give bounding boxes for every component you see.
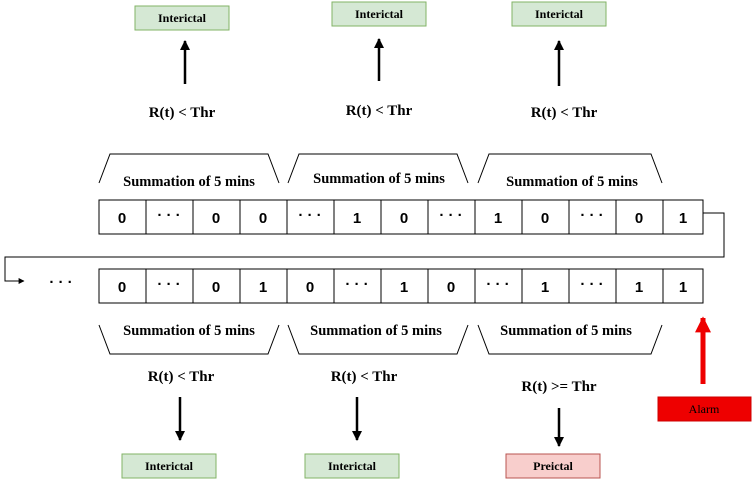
row1-group-2: Interictal R(t) < Thr Summation of 5 min… [287,1,469,187]
summation-bracket [477,324,663,355]
summation-label: Summation of 5 mins [313,171,445,187]
row1-cell [239,199,288,235]
summation-label: Summation of 5 mins [506,174,638,190]
state-box-interictal [134,5,230,31]
row2-cell-value: 1 [541,279,549,296]
row1-cell [98,199,147,235]
row1-cell-value: 0 [212,210,220,227]
state-label: Interictal [158,11,207,25]
row2-group-3: Summation of 5 mins R(t) >= Thr Preictal [477,323,663,479]
state-label: Interictal [535,7,584,21]
row2-cell [333,268,382,304]
row2-cell-value: 0 [306,279,314,296]
summation-label: Summation of 5 mins [123,174,255,190]
row2-cells: 0 · · · 0 1 0 · · · 1 0 · · · 1 · · · 1 … [98,268,704,304]
condition-label: R(t) < Thr [149,105,216,121]
row2-cell-value: 0 [118,279,126,296]
row2-cell [615,268,664,304]
row1-cell-value: · · · [157,207,180,224]
state-label: Interictal [355,7,404,21]
state-box-interictal [304,453,400,479]
row1-cell [380,199,429,235]
row2-group-1: Summation of 5 mins R(t) < Thr Intericta… [98,323,280,479]
summation-bracket [287,153,469,184]
row1-cell [286,199,335,235]
alarm-label: Alarm [689,402,720,416]
row1-cell [427,199,476,235]
row1-cell [145,199,194,235]
row2-cell-value: · · · [345,276,368,293]
row1-cell [568,199,617,235]
row2-lead-ellipsis: · · · [49,274,72,291]
state-label: Preictal [533,459,573,473]
row2-cell-value: · · · [486,276,509,293]
row1-cell-value: 0 [400,210,408,227]
row2-cell [427,268,476,304]
state-label: Interictal [328,459,377,473]
row1-group-3: Interictal R(t) < Thr Summation of 5 min… [477,1,663,190]
condition-label: R(t) < Thr [331,369,398,385]
row2-cell [662,268,704,304]
row2-cell [239,268,288,304]
row2-cell-value: 1 [400,279,408,296]
condition-label: R(t) < Thr [148,369,215,385]
row1-cells: 0 · · · 0 0 · · · 1 0 · · · 1 0 · · · 0 … [98,199,704,235]
row2-cell-value: 1 [635,279,643,296]
summation-bracket [98,324,280,355]
row2-cell [286,268,335,304]
summation-bracket [98,153,280,184]
condition-label: R(t) < Thr [531,105,598,121]
row1-cell-value: 0 [118,210,126,227]
row1-cell [192,199,241,235]
row2-cell [474,268,523,304]
state-box-interictal [511,1,607,27]
row2-cell-value: 0 [212,279,220,296]
row1-cell-value: 1 [353,210,361,227]
row2-cell [98,268,147,304]
row1-cell [521,199,570,235]
row1-cell-value: 1 [494,210,502,227]
summation-label: Summation of 5 mins [123,323,255,339]
summation-bracket [287,324,469,355]
row2-cell [380,268,429,304]
row1-cell-value: 0 [541,210,549,227]
row1-cell-value: 0 [259,210,267,227]
condition-label: R(t) < Thr [346,103,413,119]
state-box-interictal [331,1,427,27]
row2-cell-value: 0 [447,279,455,296]
row2-cell [192,268,241,304]
summation-label: Summation of 5 mins [500,323,632,339]
row1-cell-value: · · · [580,207,603,224]
row2-cell-value: · · · [157,276,180,293]
row2-cell-value: · · · [580,276,603,293]
summation-bracket [477,153,663,184]
row2-cell-value: 1 [679,279,687,296]
condition-label: R(t) >= Thr [521,379,596,395]
summation-label: Summation of 5 mins [310,323,442,339]
row2-cell [521,268,570,304]
row1-cell-value: 1 [679,210,687,227]
row1-cell-value: 0 [635,210,643,227]
row1-cell-value: · · · [298,207,321,224]
row2-cell-value: 1 [259,279,267,296]
row-connector [4,212,725,284]
state-box-interictal [121,453,217,479]
state-box-preictal [505,453,601,479]
state-label: Interictal [145,459,194,473]
row2-group-2: Summation of 5 mins R(t) < Thr Intericta… [287,323,469,479]
alarm-box [657,396,752,422]
row1-cell [662,199,704,235]
alarm-group: Alarm [657,316,752,422]
row1-cell [333,199,382,235]
row1-group-1: Interictal R(t) < Thr Summation of 5 min… [98,5,280,190]
row1-cell-value: · · · [439,207,462,224]
row1-cell [474,199,523,235]
